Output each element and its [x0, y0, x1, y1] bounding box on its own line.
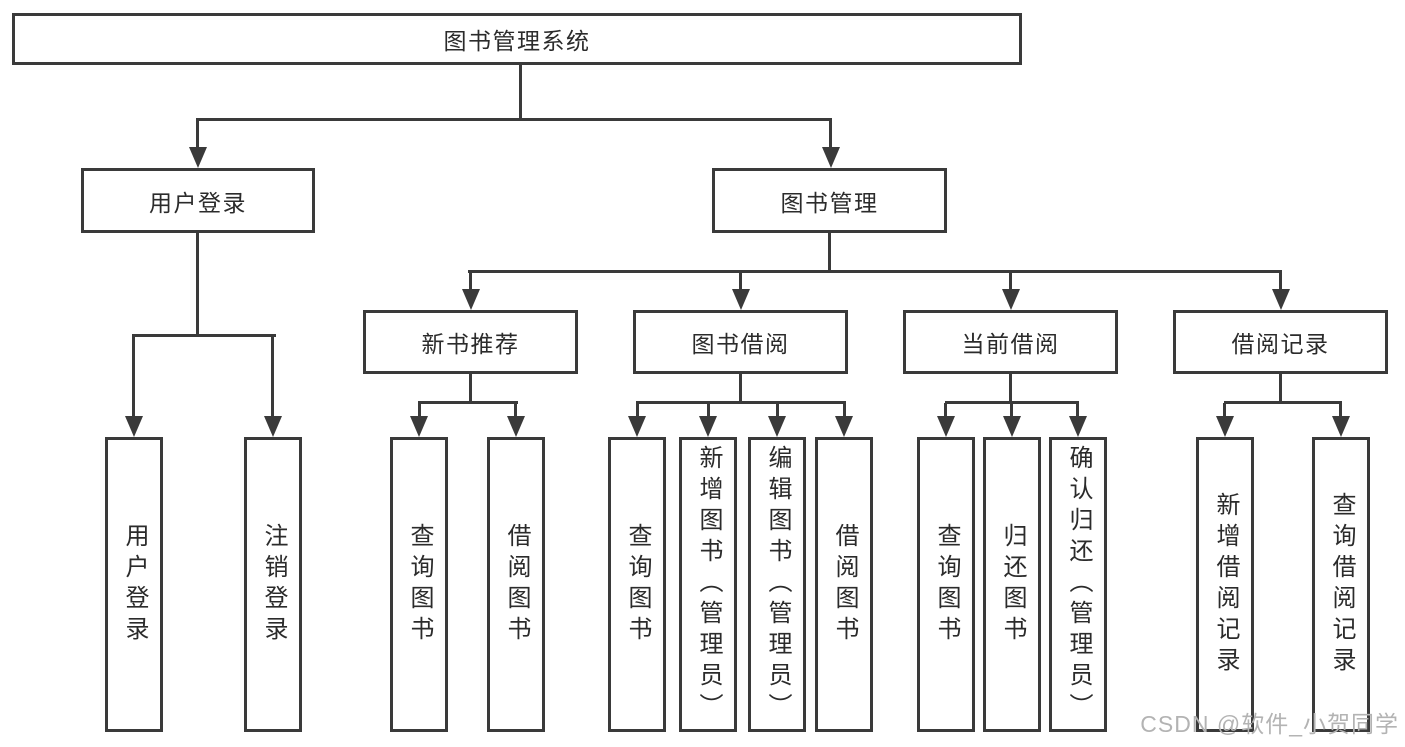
leaf-label: 查询图书 [406, 522, 433, 647]
arrow-down [699, 416, 717, 437]
leaf-query-borrow-record: 查询借阅记录 [1312, 437, 1370, 732]
connector-horizontal [945, 401, 1079, 404]
connector-horizontal [636, 401, 846, 404]
leaf-label: 新增图书（管理员） [695, 445, 722, 724]
connector-root-vertical [519, 63, 522, 118]
connector-stub [132, 336, 135, 416]
leaf-add-borrow-record: 新增借阅记录 [1196, 437, 1254, 732]
node-label: 图书管理系统 [443, 28, 591, 54]
node-label: 用户登录 [149, 189, 247, 216]
leaf-borrow-books-borrowing: 借阅图书 [815, 437, 873, 732]
arrow-down [507, 416, 525, 437]
connector-stub [1339, 403, 1342, 416]
connector-horizontal [132, 334, 276, 337]
connector-vertical [828, 233, 831, 272]
leaf-label: 用户登录 [121, 522, 148, 647]
leaf-label: 归还图书 [999, 522, 1026, 647]
arrow-down [1332, 416, 1350, 437]
leaf-label: 注销登录 [260, 522, 287, 647]
node-current-borrowing: 当前借阅 [903, 310, 1118, 374]
connector-vertical [1279, 372, 1282, 403]
leaf-query-books-current: 查询图书 [917, 437, 975, 732]
arrow-down [937, 416, 955, 437]
node-label: 图书管理 [780, 189, 879, 216]
connector-stub [944, 403, 947, 416]
leaf-return-book: 归还图书 [983, 437, 1041, 732]
leaf-label: 查询图书 [933, 522, 960, 647]
connector-stub [1223, 403, 1226, 416]
arrow-down [264, 416, 282, 437]
connector-stub [1010, 403, 1013, 416]
connector-stub [776, 403, 779, 416]
node-user-login: 用户登录 [81, 168, 315, 233]
arrow-down [189, 147, 207, 168]
connector-root-horizontal [196, 118, 832, 121]
node-label: 新书推荐 [421, 331, 520, 357]
leaf-user-login: 用户登录 [105, 437, 163, 732]
leaf-add-book-admin: 新增图书（管理员） [679, 437, 737, 732]
connector-vertical [469, 372, 472, 403]
node-book-management: 图书管理 [712, 168, 947, 233]
connector-vertical [1009, 372, 1012, 403]
connector-stub [1279, 272, 1282, 289]
leaf-query-books-recommend: 查询图书 [390, 437, 448, 732]
watermark-text: CSDN @软件_小贺同学 [1140, 711, 1399, 737]
connector-horizontal [1224, 401, 1342, 404]
arrow-down [1069, 416, 1087, 437]
connector-stub [1009, 272, 1012, 289]
node-borrowing-records: 借阅记录 [1173, 310, 1388, 374]
connector-vertical [739, 372, 742, 403]
leaf-label: 确认归还（管理员） [1065, 445, 1092, 724]
connector-stub [707, 403, 710, 416]
arrow-down [1272, 289, 1290, 310]
arrow-down [628, 416, 646, 437]
connector-stub [636, 403, 639, 416]
leaf-borrow-books-recommend: 借阅图书 [487, 437, 545, 732]
node-label: 图书借阅 [691, 331, 790, 357]
node-label: 借阅记录 [1231, 331, 1330, 357]
connector-stub [196, 120, 199, 147]
connector-horizontal [418, 401, 518, 404]
arrow-down [1216, 416, 1234, 437]
arrow-down [410, 416, 428, 437]
connector-stub [1076, 403, 1079, 416]
arrow-down [125, 416, 143, 437]
arrow-down [462, 289, 480, 310]
connector-vertical [196, 233, 199, 337]
leaf-label: 新增借阅记录 [1212, 491, 1239, 678]
leaf-label: 查询借阅记录 [1328, 491, 1355, 678]
leaf-label: 编辑图书（管理员） [764, 445, 791, 724]
connector-stub [829, 120, 832, 147]
leaf-label: 借阅图书 [831, 522, 858, 647]
connector-stub [418, 403, 421, 416]
node-label: 当前借阅 [961, 331, 1060, 357]
leaf-logout: 注销登录 [244, 437, 302, 732]
node-new-book-recommendation: 新书推荐 [363, 310, 578, 374]
connector-horizontal [468, 270, 1282, 273]
arrow-down [835, 416, 853, 437]
arrow-down [732, 289, 750, 310]
arrow-down [1002, 289, 1020, 310]
arrow-down [768, 416, 786, 437]
leaf-confirm-return-admin: 确认归还（管理员） [1049, 437, 1107, 732]
leaf-label: 借阅图书 [503, 522, 530, 647]
connector-stub [469, 272, 472, 289]
leaf-query-books-borrowing: 查询图书 [608, 437, 666, 732]
arrow-down [1003, 416, 1021, 437]
connector-stub [271, 336, 274, 416]
connector-stub [739, 272, 742, 289]
arrow-down [822, 147, 840, 168]
node-book-borrowing: 图书借阅 [633, 310, 848, 374]
connector-stub [514, 403, 517, 416]
leaf-label: 查询图书 [624, 522, 651, 647]
leaf-edit-book-admin: 编辑图书（管理员） [748, 437, 806, 732]
connector-stub [843, 403, 846, 416]
node-library-management-system: 图书管理系统 [12, 13, 1022, 65]
